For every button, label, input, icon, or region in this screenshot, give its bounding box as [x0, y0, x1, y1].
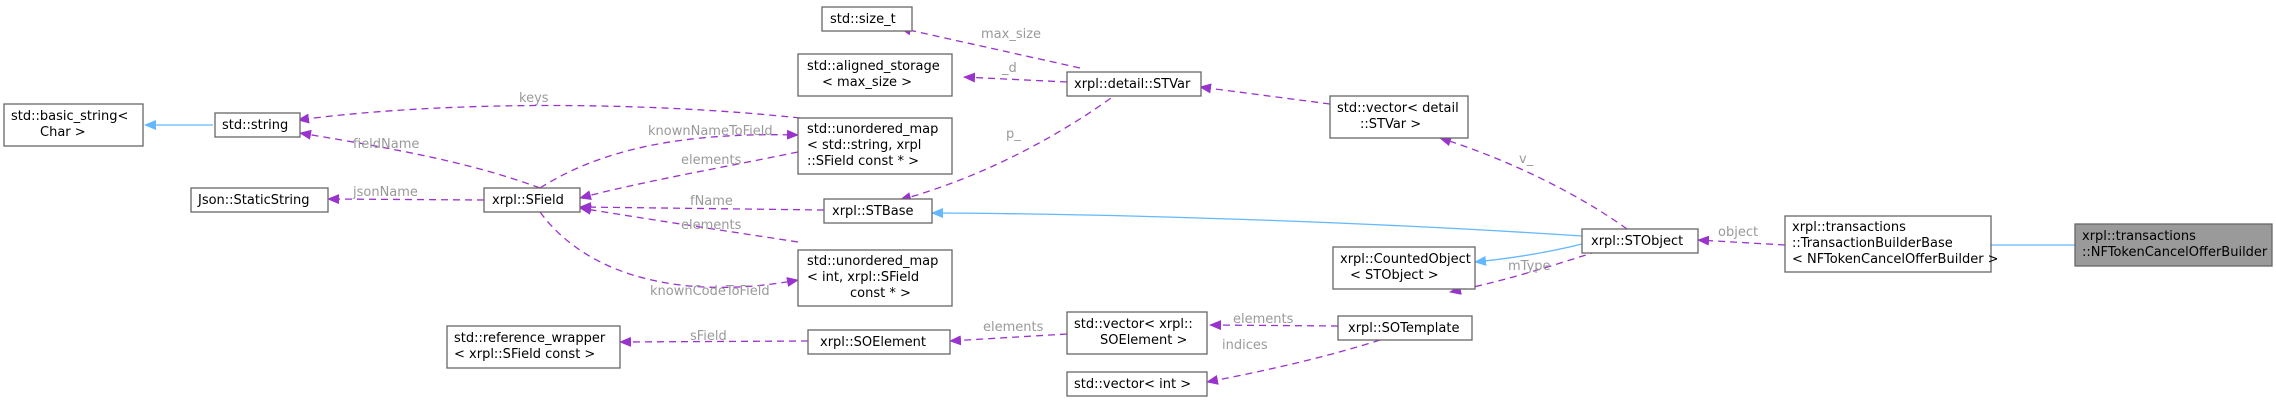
usage-edge-indices	[1206, 339, 1381, 385]
svg-text:xrpl::detail::STVar: xrpl::detail::STVar	[1074, 77, 1191, 92]
node-reference-wrapper[interactable]: std::reference_wrapper < xrpl::SField co…	[446, 325, 621, 369]
svg-text:< STObject >: < STObject >	[1350, 268, 1439, 283]
edge-label-sfield: sField	[690, 329, 727, 344]
svg-text:std::basic_string<: std::basic_string<	[11, 109, 128, 124]
edge-label-fname: fName	[690, 194, 733, 209]
svg-text:xrpl::STObject: xrpl::STObject	[1591, 234, 1683, 249]
node-nftokencanceloffer-builder[interactable]: xrpl::transactions ::NFTokenCancelOfferB…	[2074, 223, 2273, 267]
usage-edge-elements-stvar	[1199, 83, 1331, 105]
svg-text:std::vector< xrpl::: std::vector< xrpl::	[1074, 317, 1193, 332]
svg-text:Char >: Char >	[40, 125, 86, 140]
svg-text:std::reference_wrapper: std::reference_wrapper	[454, 331, 606, 346]
svg-text:xrpl::transactions: xrpl::transactions	[2082, 229, 2196, 244]
svg-text:xrpl::SOTemplate: xrpl::SOTemplate	[1348, 321, 1459, 336]
svg-text:xrpl::SOElement: xrpl::SOElement	[820, 335, 926, 350]
svg-text:SOElement >: SOElement >	[1100, 333, 1187, 348]
inherit-edge-countedobject-to-stobject	[1474, 243, 1583, 266]
svg-text:std::vector< int >: std::vector< int >	[1074, 377, 1191, 392]
node-basic-string[interactable]: std::basic_string< Char >	[3, 103, 144, 147]
svg-text:::STVar >: ::STVar >	[1360, 117, 1421, 132]
svg-text:std::unordered_map: std::unordered_map	[807, 122, 938, 137]
edge-label-mtype: mType	[1508, 259, 1551, 274]
svg-text:xrpl::STBase: xrpl::STBase	[832, 204, 914, 219]
usage-edge-elements-map2	[579, 204, 799, 243]
svg-text:::NFTokenCancelOfferBuilder: ::NFTokenCancelOfferBuilder	[2082, 245, 2268, 260]
node-detail-stvar[interactable]: xrpl::detail::STVar	[1066, 71, 1202, 97]
edge-label-object: object	[1718, 225, 1758, 240]
edge-label-max-size: max_size	[981, 27, 1041, 42]
edge-label-fieldname: fieldName	[353, 137, 419, 152]
node-transaction-builder-base[interactable]: xrpl::transactions ::TransactionBuilderB…	[1784, 215, 1999, 273]
usage-edge-max-size	[899, 25, 1081, 69]
node-sotemplate[interactable]: xrpl::SOTemplate	[1337, 315, 1473, 341]
node-sfield[interactable]: xrpl::SField	[483, 187, 581, 213]
node-unordered-map-string-sfield[interactable]: std::unordered_map < std::string, xrpl :…	[797, 117, 953, 175]
usage-edge-knowncodetofield	[539, 211, 799, 288]
node-vector-int[interactable]: std::vector< int >	[1066, 371, 1208, 397]
node-aligned-storage[interactable]: std::aligned_storage < max_size >	[797, 53, 953, 97]
usage-edge-fname	[579, 202, 825, 213]
svg-text:std::aligned_storage: std::aligned_storage	[807, 59, 940, 74]
edge-label-jsonname: jsonName	[352, 185, 418, 200]
svg-text:< std::string, xrpl: < std::string, xrpl	[807, 138, 921, 153]
node-json-staticstring[interactable]: Json::StaticString	[190, 187, 329, 213]
svg-text:< int, xrpl::SField: < int, xrpl::SField	[807, 270, 919, 285]
svg-text:std::size_t: std::size_t	[830, 12, 896, 27]
edge-label-v: v_	[1519, 152, 1534, 167]
node-stobject[interactable]: xrpl::STObject	[1581, 228, 1699, 254]
usage-edge-p	[899, 83, 1131, 202]
node-size-t[interactable]: std::size_t	[821, 6, 913, 32]
node-vector-soelement[interactable]: std::vector< xrpl:: SOElement >	[1066, 311, 1208, 355]
svg-text:std::unordered_map: std::unordered_map	[807, 254, 938, 269]
usage-edge-elements-sotpl	[1209, 320, 1339, 331]
node-std-string[interactable]: std::string	[214, 112, 301, 138]
usage-edge-jsonname	[327, 194, 485, 205]
inherit-edge-stbase-to-stobject	[931, 208, 1583, 237]
svg-text:std::vector< detail: std::vector< detail	[1337, 101, 1459, 116]
usage-edge-elements-map1	[579, 151, 799, 200]
svg-text:std::string: std::string	[222, 118, 288, 133]
edge-label-indices: indices	[1222, 338, 1268, 353]
usage-edge-keys	[297, 104, 801, 124]
node-unordered-map-int-sfield[interactable]: std::unordered_map < int, xrpl::SField c…	[797, 249, 953, 307]
edge-label-elements-map2: elements	[681, 218, 742, 233]
usage-edge-fieldname	[299, 129, 541, 189]
usage-edge-sfield	[619, 336, 809, 347]
svg-text:< NFTokenCancelOfferBuilder >: < NFTokenCancelOfferBuilder >	[1792, 252, 1999, 267]
svg-text:< max_size >: < max_size >	[822, 75, 912, 90]
node-vector-stvar[interactable]: std::vector< detail ::STVar >	[1329, 95, 1469, 139]
edge-label-elements-map1: elements	[681, 153, 742, 168]
usage-edge-object	[1697, 235, 1786, 246]
svg-text:< xrpl::SField const >: < xrpl::SField const >	[454, 347, 595, 362]
svg-text:Json::StaticString: Json::StaticString	[197, 193, 310, 208]
edge-label-d: _d	[1001, 61, 1017, 76]
edge-label-p: p_	[1006, 127, 1021, 142]
svg-text:::TransactionBuilderBase: ::TransactionBuilderBase	[1792, 236, 1953, 251]
svg-text:xrpl::SField: xrpl::SField	[492, 193, 564, 208]
svg-text:const * >: const * >	[850, 286, 911, 301]
usage-edge-knownnametofield	[539, 129, 799, 189]
edge-label-knowncodetofield: knownCodeToField	[650, 284, 770, 299]
node-counted-object[interactable]: xrpl::CountedObject < STObject >	[1332, 246, 1476, 290]
node-stbase[interactable]: xrpl::STBase	[823, 198, 933, 224]
usage-edge-d	[963, 72, 1068, 83]
edge-label-knownnametofield: knownNameToField	[648, 124, 773, 139]
svg-text:::SField const * >: ::SField const * >	[807, 154, 919, 169]
node-soelement[interactable]: xrpl::SOElement	[807, 329, 951, 355]
edge-label-elements-vec: elements	[983, 320, 1044, 335]
usage-edge-v	[1439, 136, 1628, 230]
usage-edge-elements-vec	[949, 333, 1068, 346]
edge-label-keys: keys	[519, 91, 549, 106]
svg-text:xrpl::CountedObject: xrpl::CountedObject	[1340, 252, 1471, 267]
edge-label-elements-sotpl: elements	[1233, 312, 1294, 327]
svg-text:xrpl::transactions: xrpl::transactions	[1792, 220, 1906, 235]
